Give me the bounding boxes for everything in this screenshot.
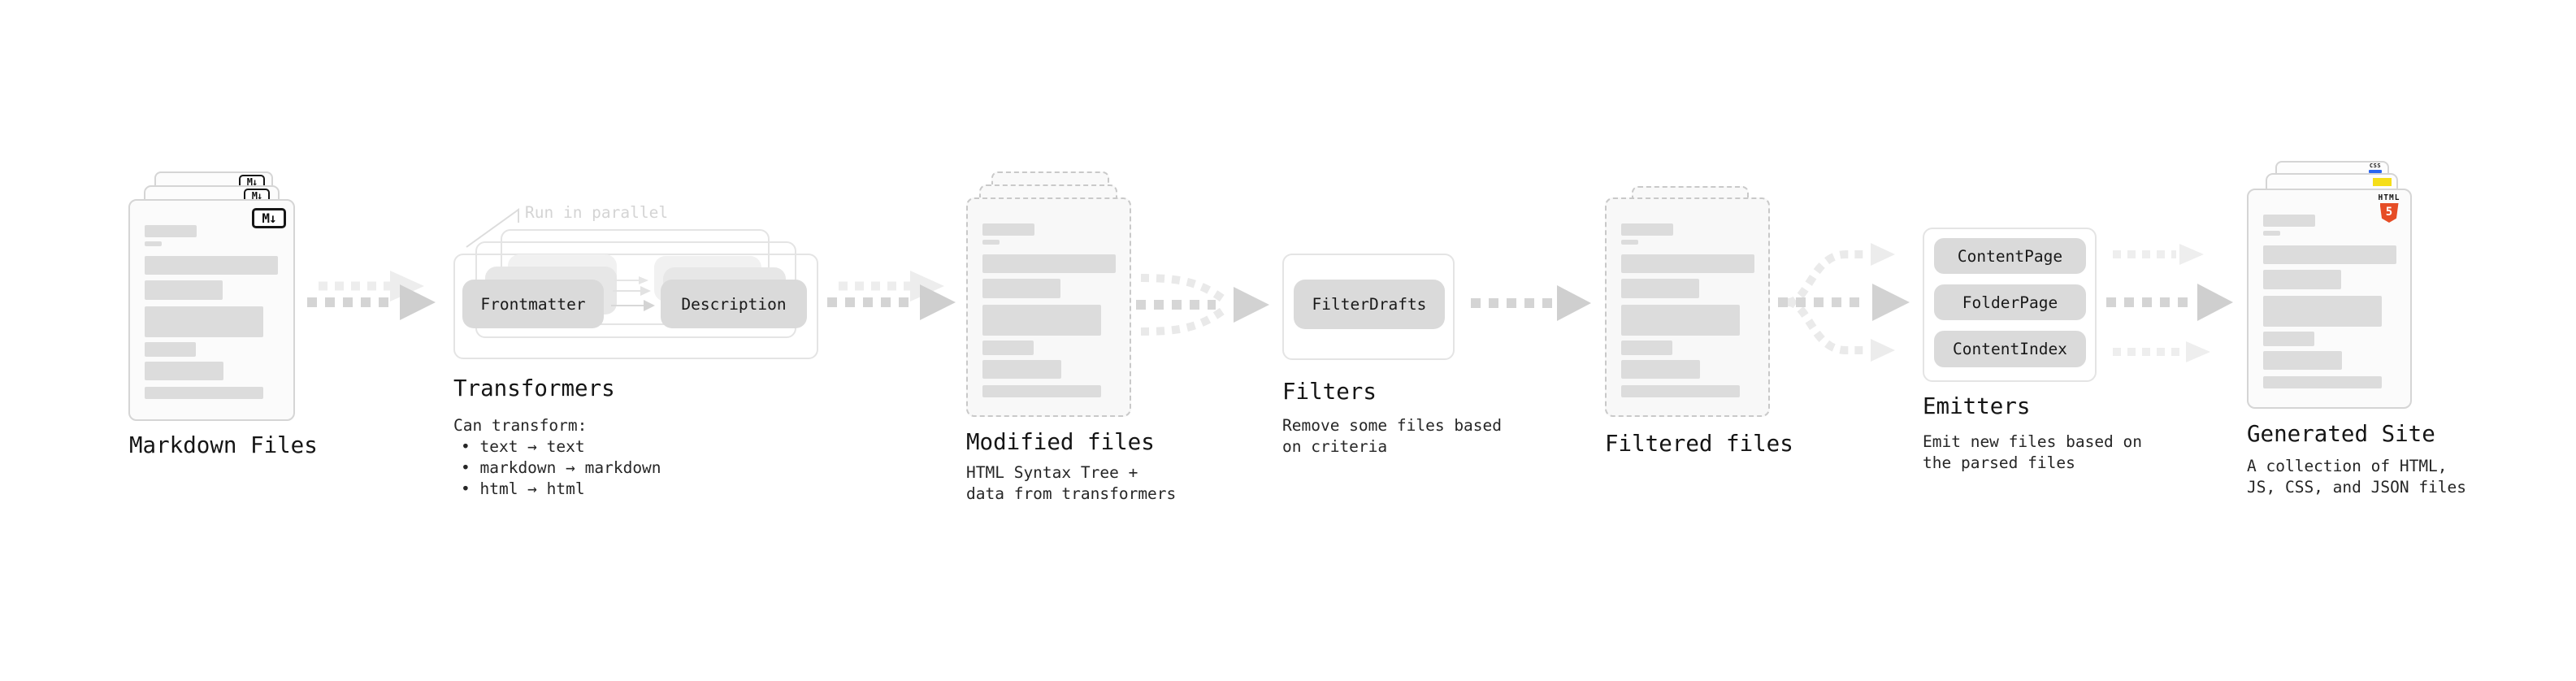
skeleton-bar (982, 279, 1060, 298)
skeleton-bar (982, 340, 1034, 355)
skeleton-bar (145, 280, 223, 300)
skeleton-bar (145, 306, 263, 337)
dashed-arrow-icon (1471, 285, 1591, 321)
stage-label-markdown-files: Markdown Files (129, 432, 318, 458)
skeleton-bar (1621, 254, 1754, 273)
emitters-desc-line: Emit new files based on (1923, 432, 2143, 451)
filters-desc-line: Remove some files based (1282, 416, 1503, 435)
stage-label-filters: Filters (1282, 379, 1377, 405)
contentindex-pill: ContentIndex (1934, 331, 2086, 367)
filters-desc-line: on criteria (1282, 437, 1388, 456)
filterdrafts-pill: FilterDrafts (1294, 280, 1445, 329)
generated-desc-line: A collection of HTML, (2247, 457, 2448, 475)
stage-label-filtered-files: Filtered files (1605, 431, 1793, 457)
skeleton-bar (2263, 231, 2280, 236)
run-in-parallel-note: Run in parallel (525, 203, 669, 222)
markdown-logo-icon: M↓ (252, 208, 286, 228)
skeleton-bar (145, 342, 196, 357)
skeleton-bar (982, 360, 1061, 379)
html5-badge-text: HTML (2378, 193, 2400, 202)
html5-shield: 5 (2379, 203, 2399, 223)
contentpage-pill: ContentPage (1934, 238, 2086, 274)
skeleton-bar (1621, 385, 1740, 397)
skeleton-bar (1621, 223, 1673, 236)
generated-desc-line: JS, CSS, and JSON files (2247, 478, 2467, 497)
skeleton-bar (1621, 305, 1740, 336)
modified-desc-line: data from transformers (966, 484, 1177, 503)
split-arrow-icon (1778, 243, 1910, 362)
skeleton-bar (2263, 376, 2382, 388)
skeleton-bar (145, 241, 162, 246)
stage-label-generated-site: Generated Site (2247, 421, 2435, 447)
html5-logo-icon: HTML 5 (2373, 194, 2405, 223)
skeleton-bar (145, 362, 223, 380)
markdown-file-card: M↓ (128, 199, 295, 421)
transformer-box (453, 254, 818, 359)
transformers-desc-line: • html → html (461, 479, 585, 498)
merge-arrow-icon (1136, 274, 1269, 336)
transformers-desc-line: Can transform: (453, 416, 588, 435)
emitters-desc-line: the parsed files (1923, 453, 2075, 472)
skeleton-bar (1621, 340, 1672, 355)
skeleton-bar (2263, 296, 2382, 327)
css-badge-text: CSS (2369, 163, 2382, 169)
css-logo-icon: CSS (2366, 163, 2384, 173)
frontmatter-pill: Frontmatter (462, 280, 604, 328)
css-badge-bar (2369, 170, 2382, 173)
js-logo-icon (2373, 178, 2392, 186)
note-leader-line (466, 208, 519, 248)
description-pill: Description (661, 280, 807, 328)
modified-file-card (966, 197, 1131, 417)
emitters-box (1923, 228, 2097, 382)
dashed-arrow-icon (827, 271, 956, 320)
skeleton-bar (982, 305, 1101, 336)
transformers-desc-line: • text → text (461, 437, 585, 456)
skeleton-bar (2263, 245, 2396, 264)
skeleton-bar (982, 240, 1000, 245)
skeleton-bar (145, 256, 278, 275)
skeleton-bar (2263, 270, 2341, 289)
stage-label-modified-files: Modified files (966, 429, 1155, 455)
skeleton-bar (2263, 351, 2342, 370)
modified-desc-line: HTML Syntax Tree + (966, 463, 1138, 482)
skeleton-bar (2263, 215, 2315, 227)
skeleton-bar (982, 385, 1101, 397)
skeleton-bar (1621, 279, 1699, 298)
stage-label-transformers: Transformers (453, 375, 615, 401)
skeleton-bar (1621, 360, 1700, 379)
skeleton-bar (145, 387, 263, 399)
dashed-arrow-icon (307, 271, 436, 320)
skeleton-bar (145, 225, 197, 237)
skeleton-bar (982, 254, 1116, 273)
skeleton-bar (1621, 240, 1638, 245)
transform-flow-arrows-icon (611, 276, 655, 311)
skeleton-bar (2263, 332, 2314, 346)
filtered-file-card (1605, 197, 1770, 417)
folderpage-pill: FolderPage (1934, 284, 2086, 320)
generated-site-card: HTML 5 (2247, 189, 2412, 409)
skeleton-bar (982, 223, 1034, 236)
parallel-arrows-icon (2106, 244, 2233, 362)
stage-label-emitters: Emitters (1923, 393, 2031, 419)
transformers-desc-line: • markdown → markdown (461, 458, 661, 477)
filters-box (1282, 254, 1455, 360)
